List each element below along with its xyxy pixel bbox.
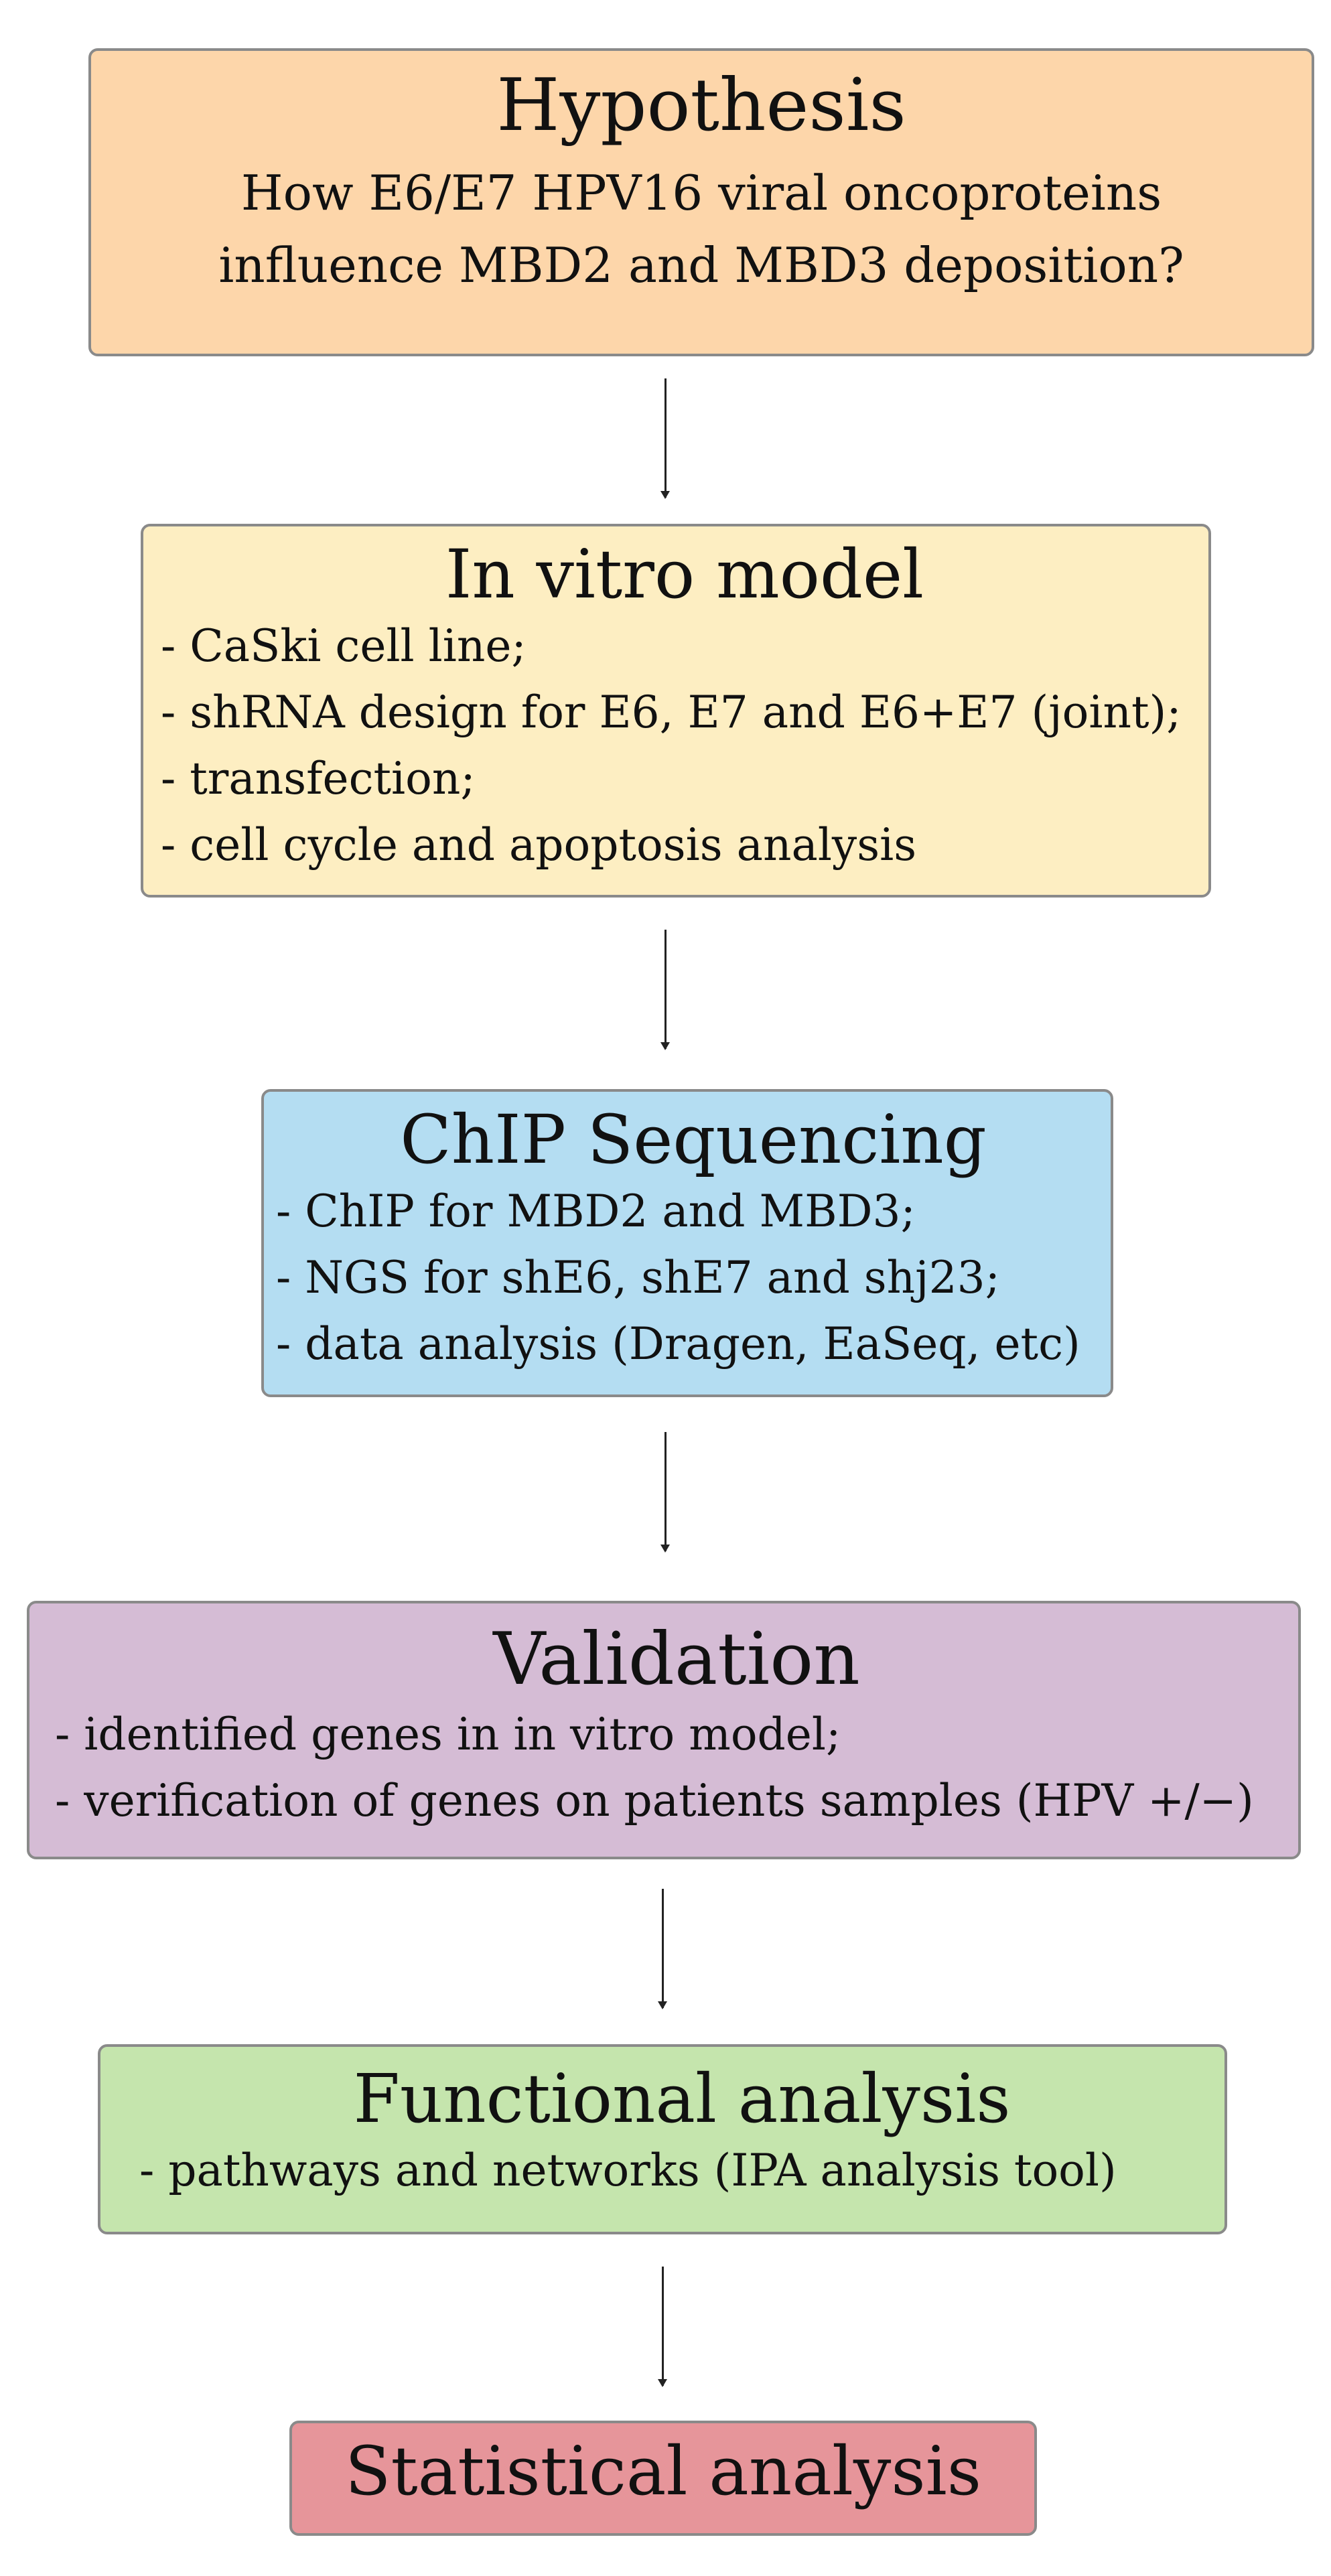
functional-analysis-title: Functional analysis [353,2060,1011,2138]
validation-list: - identified genes in in vitro model; - … [55,1701,1298,1834]
list-item: - verification of genes on patients samp… [55,1775,1254,1827]
list-item: - NGS for shE6, shE7 and shj23; [276,1252,1000,1303]
statistical-analysis-box: Statistical analysis [289,2421,1037,2536]
arrow-hypothesis-to-in-vitro [660,378,670,499]
arrow-functional-to-statistical [658,2267,667,2387]
in-vitro-model-box: In vitro model - CaSki cell line; - shRN… [141,524,1211,898]
arrow-chip-to-validation [660,1432,670,1553]
functional-analysis-list: - pathways and networks (IPA analysis to… [139,2137,1224,2204]
list-item: - transfection; [161,753,476,804]
list-item: - identified genes in in vitro model; [55,1709,841,1761]
chip-sequencing-title: ChIP Sequencing [400,1100,987,1179]
list-item: - pathways and networks (IPA analysis to… [139,2145,1117,2196]
arrow-in-vitro-to-chip [660,930,670,1050]
list-item: - shRNA design for E6, E7 and E6+E7 (joi… [161,687,1182,738]
list-item: - ChIP for MBD2 and MBD3; [276,1186,916,1237]
hypothesis-question-line-1: How E6/E7 HPV16 viral oncoproteins [240,165,1162,222]
list-item: - data analysis (Dragen, EaSeq, etc) [276,1318,1080,1370]
hypothesis-question-line-2: influence MBD2 and MBD3 deposition? [218,237,1184,294]
functional-analysis-box: Functional analysis - pathways and netwo… [98,2044,1227,2234]
chip-sequencing-box: ChIP Sequencing - ChIP for MBD2 and MBD3… [261,1089,1113,1397]
list-item: - cell cycle and apoptosis analysis [161,819,917,871]
statistical-analysis-title: Statistical analysis [344,2432,982,2510]
list-item: - CaSki cell line; [161,620,527,672]
chip-sequencing-list: - ChIP for MBD2 and MBD3; - NGS for shE6… [276,1178,1111,1377]
hypothesis-title: Hypothesis [496,64,906,147]
hypothesis-box: Hypothesis How E6/E7 HPV16 viral oncopro… [88,48,1314,356]
validation-title: Validation [493,1618,860,1701]
in-vitro-model-title: In vitro model [445,535,924,614]
arrow-validation-to-functional [658,1889,667,2009]
in-vitro-model-list: - CaSki cell line; - shRNA design for E6… [161,613,1208,878]
validation-box: Validation - identified genes in in vitr… [27,1601,1301,1859]
